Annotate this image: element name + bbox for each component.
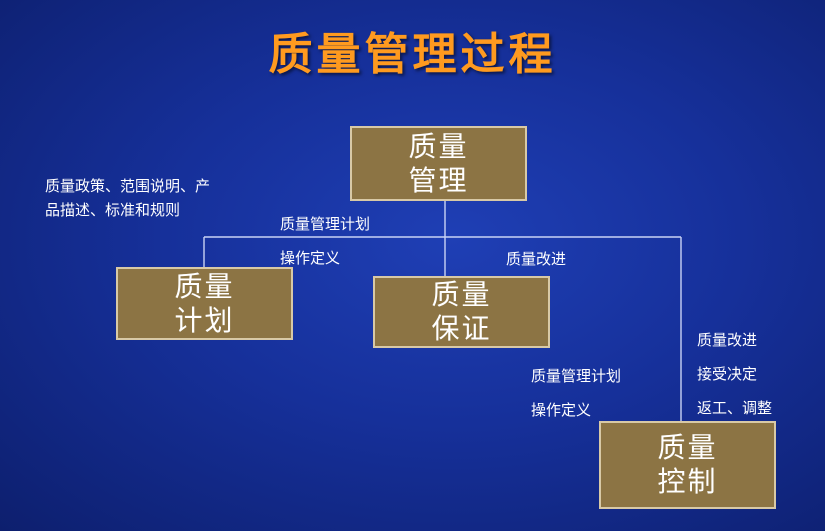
box-label-line: 管理 bbox=[408, 163, 469, 197]
note-improvement: 质量改进 bbox=[506, 246, 566, 272]
box-label-line: 质量 bbox=[408, 129, 469, 163]
box-label-line: 计划 bbox=[174, 303, 235, 337]
box-label-line: 质量 bbox=[431, 278, 492, 311]
note-line: 质量改进 bbox=[506, 250, 567, 268]
diagram-title: 质量管理过程 bbox=[268, 29, 557, 80]
box-quality-control: 质量 控制 bbox=[599, 421, 776, 509]
note-assurance-output: 质量管理计划 操作定义 bbox=[531, 363, 621, 431]
note-line: 质量管理计划 bbox=[280, 215, 371, 233]
note-line: 品描述、标准和规则 bbox=[45, 201, 181, 219]
note-line: 操作定义 bbox=[280, 249, 341, 267]
note-line: 质量政策、范围说明、产 bbox=[45, 177, 211, 195]
note-plan-output: 质量管理计划 操作定义 bbox=[280, 211, 370, 279]
note-line: 接受决定 bbox=[697, 365, 758, 383]
note-line: 返工、调整 bbox=[697, 399, 773, 417]
note-line: 质量管理计划 bbox=[531, 367, 622, 385]
note-control-output: 质量改进 接受决定 返工、调整 bbox=[697, 327, 772, 429]
box-quality-management: 质量 管理 bbox=[350, 126, 527, 201]
box-quality-planning: 质量 计划 bbox=[116, 267, 293, 340]
box-quality-assurance: 质量 保证 bbox=[373, 276, 550, 348]
box-label-line: 控制 bbox=[657, 465, 718, 498]
note-line: 操作定义 bbox=[531, 401, 592, 419]
note-line: 质量改进 bbox=[697, 331, 758, 349]
box-label-line: 质量 bbox=[657, 431, 718, 464]
box-label-line: 保证 bbox=[431, 312, 492, 345]
box-label-line: 质量 bbox=[174, 269, 235, 303]
note-inputs: 质量政策、范围说明、产 品描述、标准和规则 bbox=[45, 174, 210, 222]
